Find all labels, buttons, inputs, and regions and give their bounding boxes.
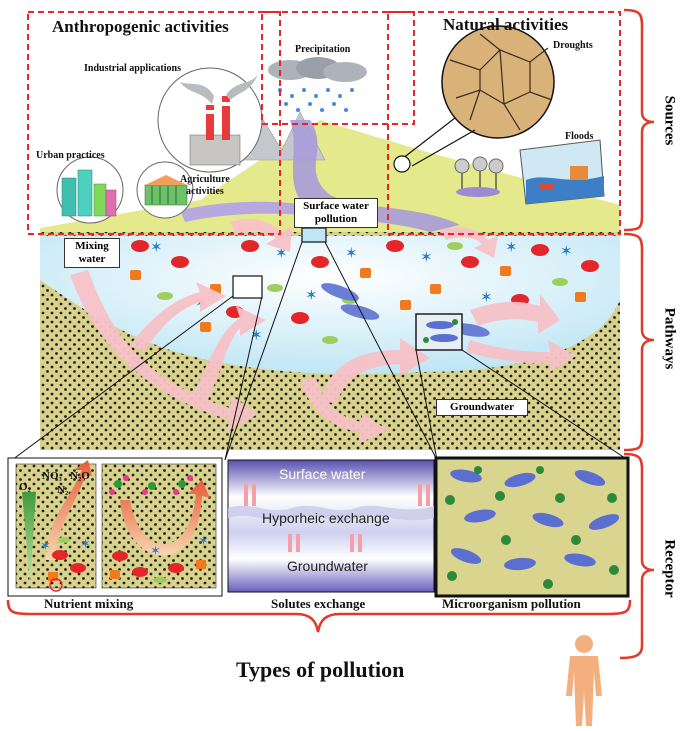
svg-text:✶: ✶ xyxy=(198,533,209,548)
droughts-label: Droughts xyxy=(553,40,593,51)
greenhouse-icon xyxy=(144,175,188,206)
industrial-label: Industrial applications xyxy=(84,63,181,74)
anthropogenic-heading: Anthropogenic activities xyxy=(52,17,229,36)
exchange-arrows xyxy=(244,484,430,552)
groundwater-label: Groundwater xyxy=(436,399,528,416)
microorganism-particles xyxy=(445,466,620,589)
nutrient-particles: ✶ ✶ ✶ ✶ xyxy=(40,475,209,592)
svg-text:✶: ✶ xyxy=(250,328,263,344)
natural-heading: Natural activities xyxy=(443,15,569,34)
n2o-label: N₂O xyxy=(70,470,90,482)
svg-text:✶: ✶ xyxy=(560,244,573,260)
types-of-pollution-title: Types of pollution xyxy=(236,657,405,682)
source-frames xyxy=(27,11,621,235)
svg-text:✶: ✶ xyxy=(345,246,358,262)
sources-stage-label: Sources xyxy=(661,95,678,146)
surface-water-pollution-label: Surface water pollution xyxy=(294,198,378,228)
groundwater-text: Groundwater xyxy=(287,558,368,574)
solutes-exchange-caption: Solutes exchange xyxy=(271,596,366,611)
precipitation-label: Precipitation xyxy=(295,44,351,55)
receptor-stage-label: Receptor xyxy=(661,539,678,598)
microorganism-pollution-caption: Microorganism pollution xyxy=(442,596,581,611)
stage-brackets xyxy=(6,8,655,660)
urban-label: Urban practices xyxy=(36,150,105,161)
nutrient-mixing-caption: Nutrient mixing xyxy=(44,596,134,611)
svg-text:✶: ✶ xyxy=(40,538,51,553)
svg-text:✶: ✶ xyxy=(480,290,493,306)
zoom-lines xyxy=(11,241,629,461)
human-figure-icon xyxy=(566,635,602,726)
rain-cloud-icon xyxy=(268,57,367,112)
buildings-icon xyxy=(61,169,117,217)
o2-label: O₂ xyxy=(19,481,31,493)
svg-text:✶: ✶ xyxy=(305,288,318,304)
factory-icon xyxy=(180,74,258,166)
floods-label: Floods xyxy=(565,131,594,142)
n2-label: N₂ xyxy=(57,484,69,496)
svg-text:✶: ✶ xyxy=(150,240,163,256)
flow-arrows xyxy=(70,219,576,444)
cracked-earth-icon xyxy=(393,25,555,173)
agriculture-label: Agriculture activities xyxy=(180,174,230,197)
surface-water-text: Surface water xyxy=(279,466,366,482)
mixing-water-label: Mixing water xyxy=(64,238,120,268)
pathways-stage-label: Pathways xyxy=(661,307,678,370)
no3-label: NO₃ xyxy=(42,470,62,482)
svg-text:✶: ✶ xyxy=(505,240,518,256)
svg-text:✶: ✶ xyxy=(420,250,433,266)
svg-text:✶: ✶ xyxy=(150,543,161,558)
svg-text:✶: ✶ xyxy=(80,536,91,551)
hyporheic-exchange-text: Hyporheic exchange xyxy=(262,510,390,526)
flood-icon xyxy=(454,139,605,205)
